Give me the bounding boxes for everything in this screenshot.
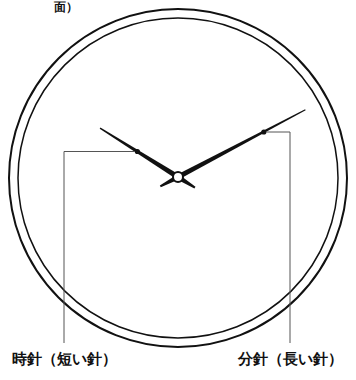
hand-label: 分針（長い針） bbox=[238, 350, 343, 368]
leader-dot bbox=[135, 149, 140, 154]
leader-dot bbox=[261, 129, 266, 134]
minute-hand-shape bbox=[159, 108, 306, 189]
page-fragment: 面） bbox=[54, 0, 78, 14]
hand-label: 時針（短い針） bbox=[12, 350, 117, 368]
hand-pivot bbox=[173, 172, 183, 182]
leader-line bbox=[64, 152, 135, 344]
leader-line bbox=[266, 132, 290, 343]
hour-hand-shape bbox=[99, 126, 197, 190]
clock-rim-outer bbox=[9, 9, 347, 347]
hour-hand bbox=[99, 126, 197, 190]
minute-hand bbox=[159, 108, 306, 189]
